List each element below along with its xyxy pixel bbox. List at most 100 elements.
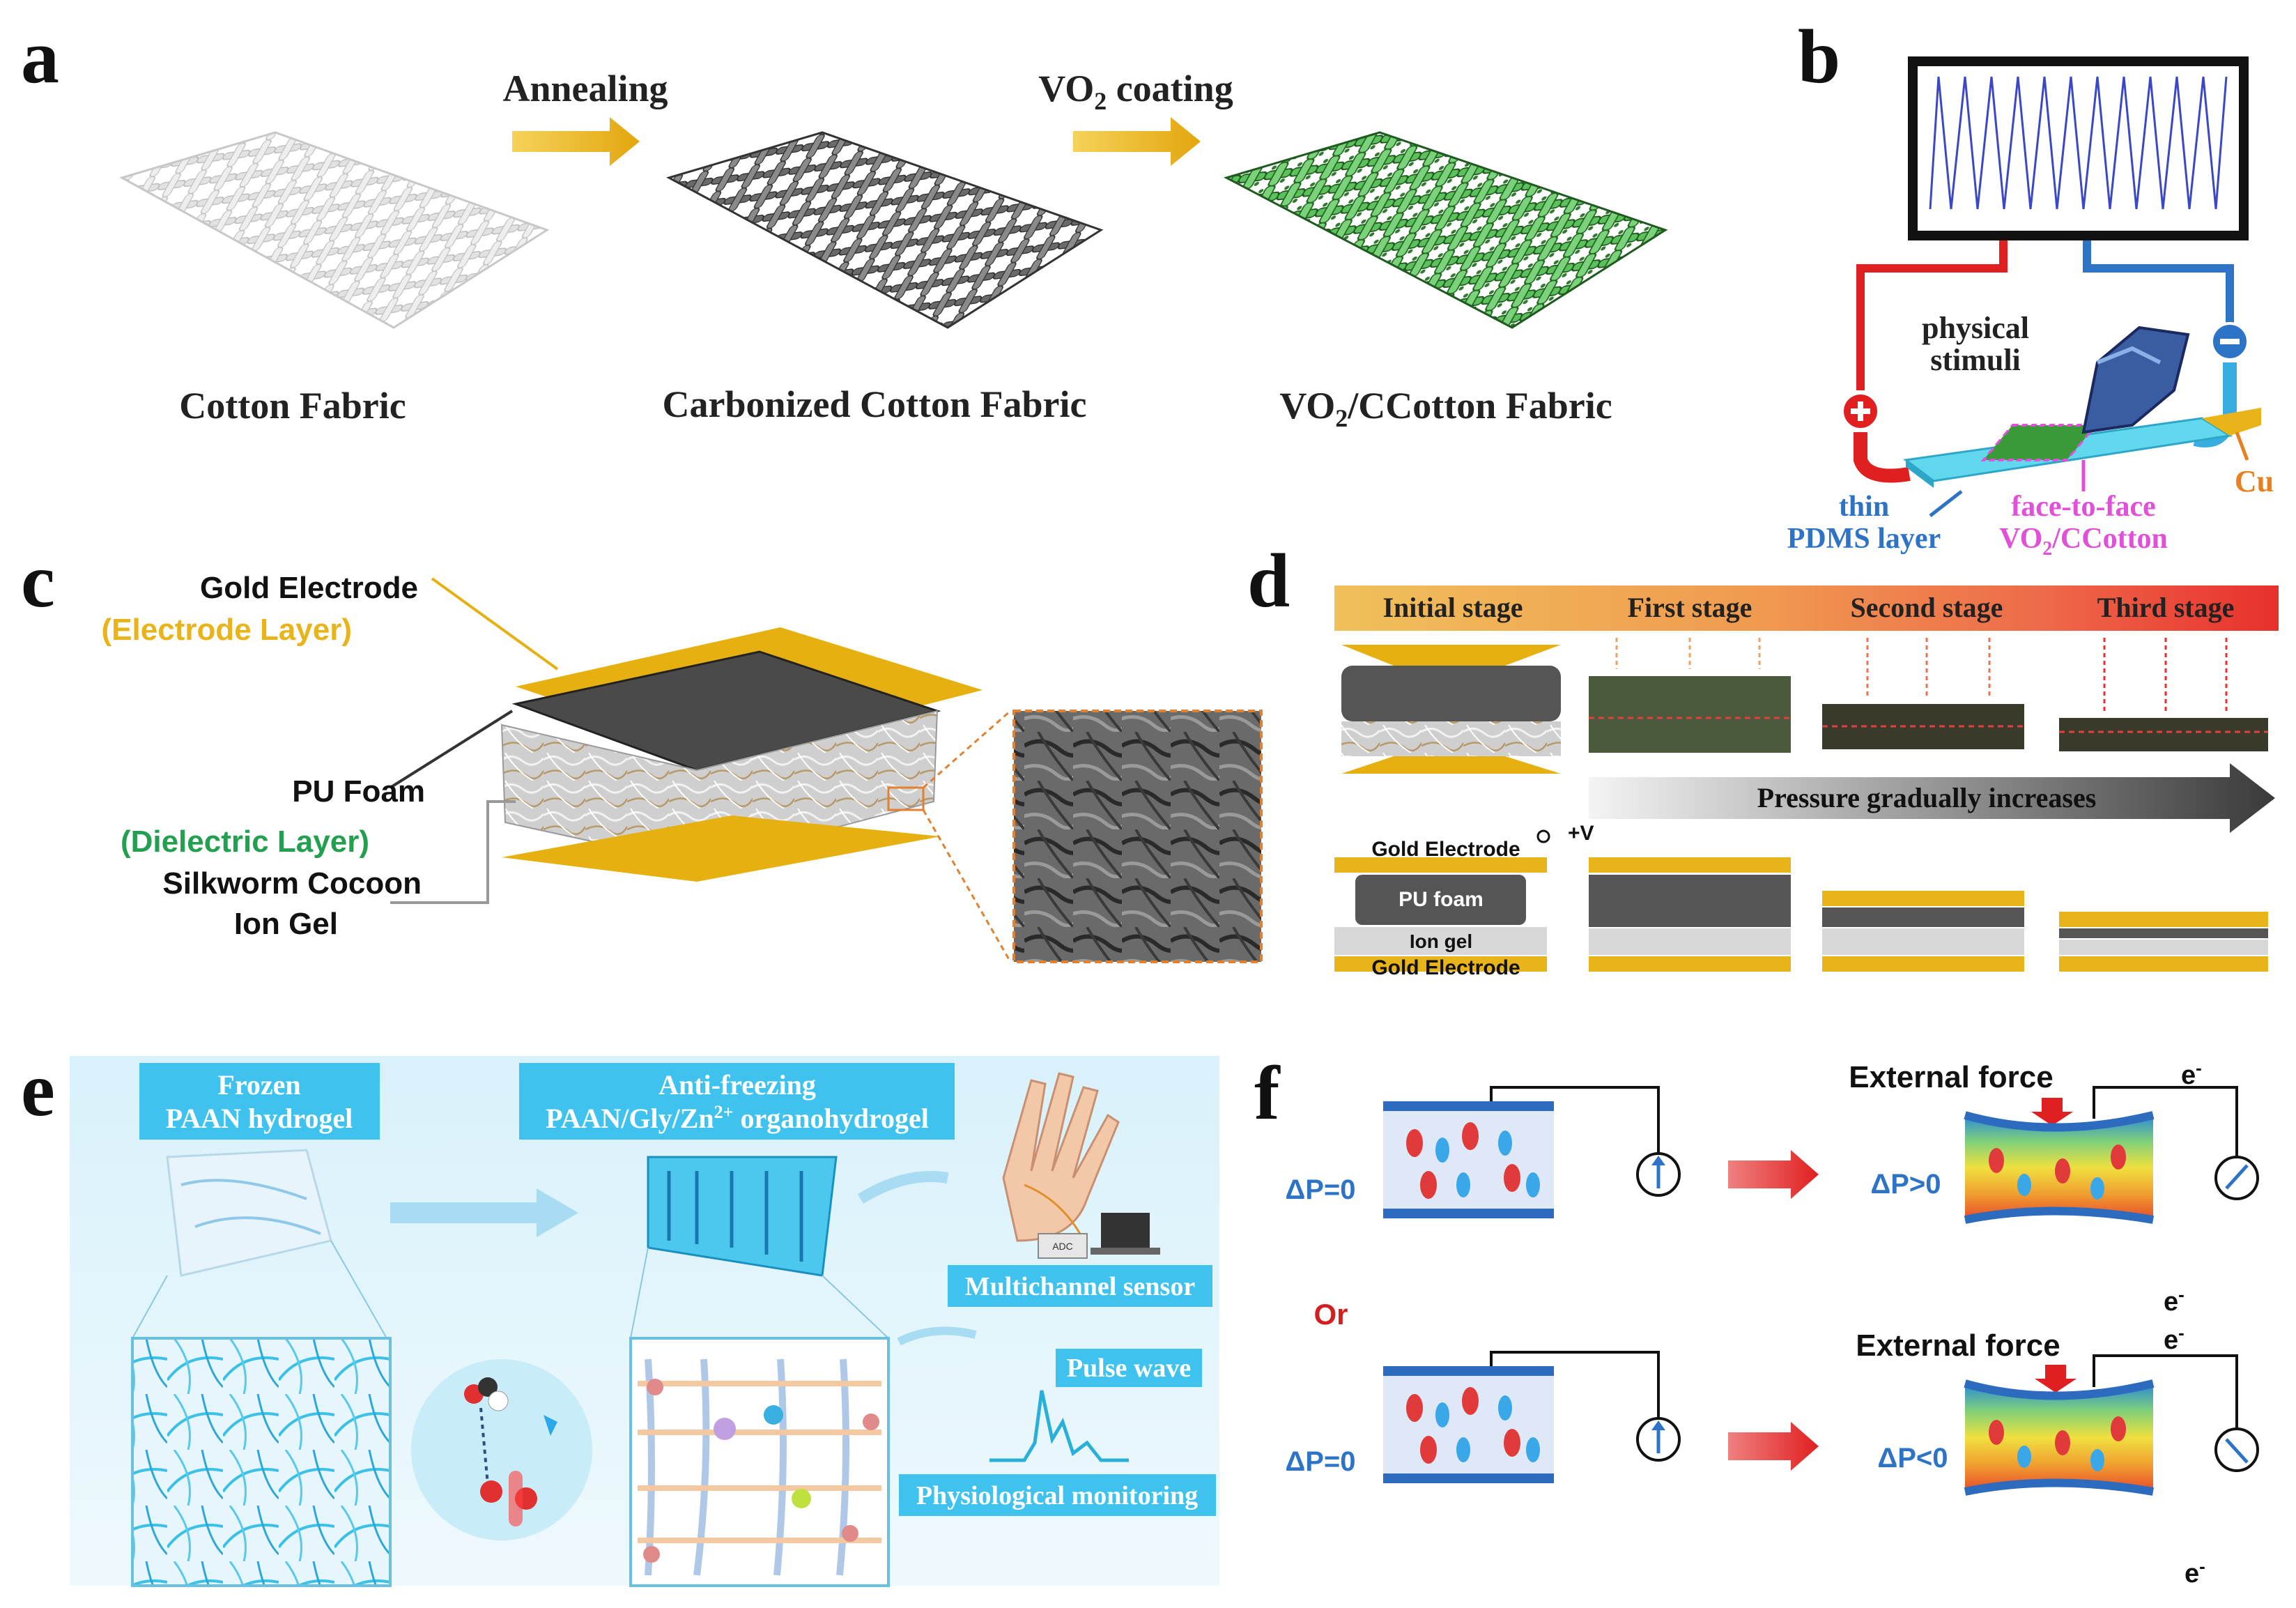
zoom-line-bottom (922, 809, 1012, 963)
cotton-fabric-label: Cotton Fabric (179, 385, 406, 427)
external-force-bottom-label: External force (1856, 1328, 2060, 1363)
annealing-label: Annealing (502, 68, 668, 109)
to-sensor-arrow (857, 1171, 949, 1204)
piezo-cell-bottom-right (1964, 1379, 2155, 1496)
ammeter-icon-bottom-left (1636, 1417, 1681, 1462)
zoom-line-frozen-right (330, 1240, 387, 1339)
frozen-label-box (139, 1063, 380, 1140)
adc-label: ADC (1052, 1241, 1073, 1252)
stage-second: Second stage (1851, 592, 2003, 623)
voltage-label: +V (1568, 822, 1594, 845)
panel-d-letter: d (1247, 538, 1290, 623)
laptop-icon (1101, 1213, 1150, 1248)
vo2-fabric-image (1224, 131, 1668, 329)
glycerol-molecule-icon (464, 1377, 557, 1526)
dp0-bottom-label: ΔP=0 (1285, 1446, 1355, 1477)
pulse-waveform (989, 1390, 1129, 1462)
frozen-network-zoom (131, 1337, 392, 1587)
carbonized-fabric-label: Carbonized Cotton Fabric (663, 383, 1087, 425)
pu-pointer (389, 710, 514, 789)
silkworm-cocoon-label: Silkworm Cocoon (162, 866, 422, 901)
annealing-arrow (512, 117, 640, 166)
laptop-base (1091, 1248, 1160, 1255)
ammeter-icon-top-right (2214, 1156, 2259, 1200)
stage-first: First stage (1628, 592, 1752, 623)
or-label: Or (1313, 1298, 1348, 1331)
schematic-initial (1334, 857, 1547, 972)
vo2-coating-arrow (1073, 117, 1201, 166)
photo-third (2059, 718, 2268, 751)
panel-a-letter: a (21, 14, 59, 99)
arrow-bottom (1728, 1422, 1819, 1471)
blue-wire (2083, 240, 2234, 328)
multichannel-sensor-box (948, 1265, 1212, 1307)
ammeter-icon-bottom-right (2214, 1427, 2259, 1472)
gold-electrode-bottom-label: Gold Electrode (1371, 956, 1520, 979)
glycerol-molecule-bubble (411, 1359, 592, 1540)
freeze-to-antifreeze-arrow (390, 1188, 578, 1237)
zoom-line-organo-left (630, 1247, 649, 1339)
physiological-monitoring-label: Physiological monitoring (916, 1481, 1198, 1510)
ion-gel-label: Ion Gel (234, 907, 338, 941)
pressure-arrows (1615, 638, 2228, 711)
schematic-third (2059, 912, 2268, 972)
photo-initial (1341, 645, 1561, 774)
panel-b-letter: b (1798, 14, 1840, 99)
pressure-label: Pressure gradually increases (1757, 782, 2097, 813)
organohydrogel-block (647, 1156, 838, 1277)
panel-c-letter: c (21, 538, 55, 623)
sem-image (1012, 710, 1263, 963)
electron-top-1: e- (2181, 1057, 2202, 1090)
adc-box (1038, 1233, 1088, 1259)
panel-f: f ΔP=0 External force (1254, 1050, 2259, 1588)
voltage-terminal-icon (1536, 829, 1550, 843)
schematic-second (1822, 891, 2024, 972)
piezo-cell-bottom-left (1383, 1366, 1554, 1483)
anti-freezing-label-box (519, 1063, 955, 1140)
ion-gel-schematic-label: Ion gel (1410, 931, 1472, 952)
zoom-line-frozen-left (132, 1275, 168, 1339)
arrow-top (1728, 1150, 1819, 1199)
to-pulse-arrow (897, 1326, 977, 1346)
photo-first (1589, 676, 1791, 753)
piezo-cell-top-left (1383, 1101, 1554, 1218)
pdms-pointer (1929, 490, 1963, 517)
panel-a: a Cotton Fabric Annealing Carbonized Cot… (21, 14, 1668, 432)
dp-less-label: ΔP<0 (1877, 1443, 1948, 1473)
pulse-wave-box (1056, 1349, 1202, 1387)
vo2-coating-label: VO2 coating (1038, 68, 1233, 115)
zoom-box (887, 786, 925, 811)
plus-terminal-icon (1841, 392, 1880, 431)
external-force-top-label: External force (1849, 1060, 2053, 1094)
pu-foam-schematic-label: PU foam (1399, 888, 1484, 911)
stage-initial: Initial stage (1382, 592, 1523, 623)
signal-waveform (1929, 76, 2228, 210)
cu-pointer (2235, 431, 2249, 461)
electrode-pointer (431, 577, 559, 671)
vo2-fabric-label: VO2/CCotton Fabric (1279, 385, 1612, 432)
cocoon-pointer (390, 800, 516, 904)
piezo-cell-top-right (1964, 1111, 2155, 1224)
dp-greater-label: ΔP>0 (1870, 1169, 1941, 1200)
circuit-bottom-left (1490, 1351, 1660, 1418)
panel-e-letter: e (21, 1047, 55, 1132)
red-lead (1854, 432, 1911, 483)
organohydrogel-network-zoom (629, 1337, 890, 1587)
electrode-layer-label: (Electrode Layer) (102, 613, 352, 647)
circuit-bottom-right (2093, 1354, 2238, 1429)
dielectric-layer-label: (Dielectric Layer) (121, 825, 369, 859)
carbonized-fabric-image (666, 131, 1104, 329)
stage-bar (1334, 585, 2279, 631)
zoom-line-organo-right (822, 1275, 889, 1339)
photo-second (1822, 704, 2024, 749)
gold-electrode-top-label: Gold Electrode (1371, 838, 1520, 861)
schematic-first (1589, 857, 1791, 972)
electron-bottom-2: e- (2185, 1556, 2205, 1588)
